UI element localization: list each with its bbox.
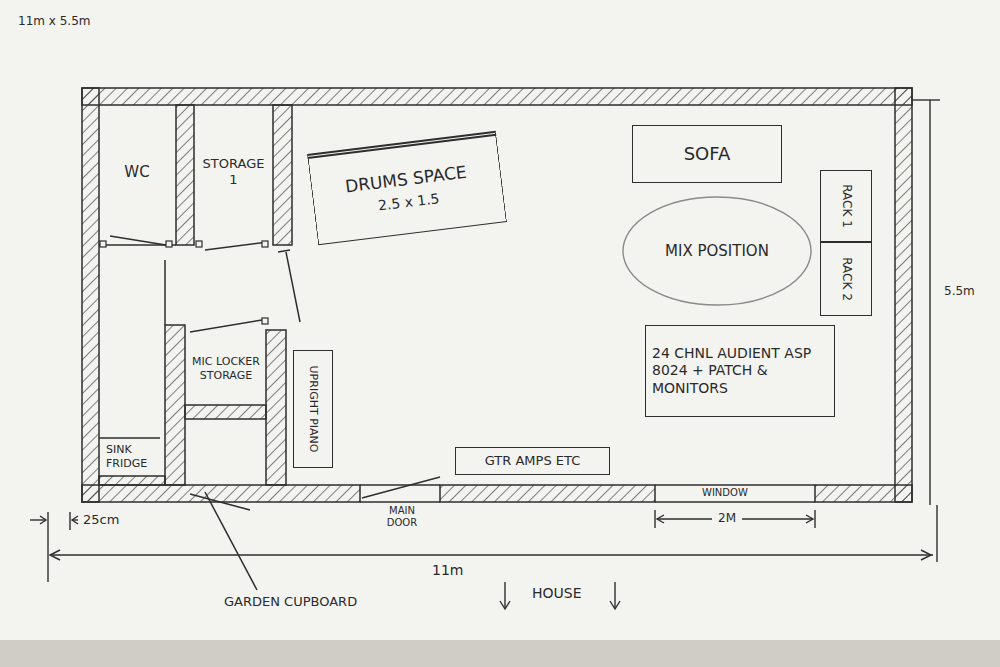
house-label: HOUSE bbox=[530, 585, 584, 602]
window-frame bbox=[655, 484, 815, 486]
furniture-box: DRUMS SPACE2.5 x 1.5 bbox=[307, 131, 507, 245]
room: SINK FRIDGE bbox=[100, 439, 164, 475]
inner-wall bbox=[266, 330, 286, 485]
inner-wall bbox=[165, 325, 185, 485]
node-text: RACK 2 bbox=[839, 246, 854, 312]
hinge bbox=[166, 241, 172, 247]
arrow-head bbox=[806, 515, 813, 523]
node-text: DRUMS SPACE bbox=[344, 161, 468, 197]
callout-text: GARDEN CUPBOARD bbox=[222, 594, 359, 610]
rack-box: RACK 1 bbox=[820, 170, 872, 242]
paper bbox=[0, 0, 1000, 640]
hinge bbox=[196, 241, 202, 247]
outer-wall bbox=[82, 88, 99, 502]
house-arrow bbox=[500, 601, 510, 609]
node-text: MIC LOCKER STORAGE bbox=[189, 355, 263, 383]
arrow-head bbox=[50, 550, 60, 560]
hinge bbox=[262, 318, 268, 324]
dimension-line bbox=[742, 518, 813, 519]
window-label: WINDOW bbox=[700, 487, 750, 499]
partition-line bbox=[99, 244, 176, 246]
house-arrow bbox=[614, 582, 615, 608]
dimension-text: 11m bbox=[430, 562, 465, 579]
node-text: 24 CHNL AUDIENT ASP 8024 + PATCH & MONIT… bbox=[652, 345, 831, 398]
door-swing bbox=[286, 252, 300, 322]
arrow-head bbox=[72, 516, 78, 524]
dimension-text: 5.5m bbox=[942, 284, 977, 298]
dimension-tick bbox=[654, 510, 655, 528]
overall-size: 11m x 5.5m bbox=[16, 14, 92, 28]
door-swing bbox=[278, 250, 290, 252]
node-text: SOFA bbox=[684, 143, 731, 166]
inner-wall bbox=[176, 105, 194, 245]
window-frame bbox=[655, 501, 815, 503]
outer-wall bbox=[82, 88, 912, 105]
dimension-line bbox=[657, 518, 712, 519]
outer-wall bbox=[815, 485, 912, 502]
hinge bbox=[100, 241, 106, 247]
node-text: WC bbox=[124, 163, 149, 182]
piano-box: UPRIGHT PIANO bbox=[293, 350, 333, 468]
hinge bbox=[262, 241, 268, 247]
furniture-box: SOFA bbox=[632, 125, 782, 183]
partition-line bbox=[164, 260, 166, 325]
outer-wall bbox=[440, 485, 655, 502]
door-swing bbox=[205, 242, 268, 250]
door-label: MAIN DOOR bbox=[376, 505, 428, 529]
leader-line bbox=[205, 492, 257, 590]
room: MIC LOCKER STORAGE bbox=[186, 334, 266, 404]
rack-box: RACK 2 bbox=[820, 242, 872, 316]
room: STORAGE 1 bbox=[195, 108, 272, 236]
ellipse-outline bbox=[623, 197, 811, 305]
shelf bbox=[185, 405, 266, 419]
node-text: RACK 1 bbox=[839, 174, 854, 238]
dimension-text: 25cm bbox=[81, 512, 121, 528]
dimension-line bbox=[52, 554, 933, 555]
room: WC bbox=[100, 108, 174, 236]
console-box: 24 CHNL AUDIENT ASP 8024 + PATCH & MONIT… bbox=[645, 325, 835, 417]
node-text: SINK FRIDGE bbox=[106, 443, 161, 471]
node-text: UPRIGHT PIANO bbox=[306, 354, 320, 464]
arrow-head bbox=[40, 516, 46, 524]
door-frame bbox=[360, 501, 440, 503]
dimension-tick bbox=[814, 510, 815, 528]
door-swing bbox=[190, 494, 250, 510]
dimension-tick bbox=[47, 512, 48, 582]
dimension-tick bbox=[936, 505, 937, 562]
outer-wall bbox=[895, 88, 912, 502]
house-arrow bbox=[504, 582, 505, 608]
dimension-tick bbox=[69, 512, 70, 530]
outer-wall bbox=[82, 485, 360, 502]
arrow-head bbox=[921, 550, 931, 560]
node-text: GTR AMPS ETC bbox=[485, 453, 581, 469]
node-text: STORAGE 1 bbox=[198, 156, 269, 189]
inner-wall bbox=[273, 105, 292, 245]
furniture-box: GTR AMPS ETC bbox=[455, 447, 610, 475]
dimension-line bbox=[30, 519, 46, 520]
door-swing bbox=[190, 320, 262, 332]
door-frame bbox=[360, 484, 440, 486]
arrow-head bbox=[657, 515, 664, 523]
door-swing bbox=[362, 477, 440, 498]
dimension-tick bbox=[912, 99, 940, 100]
table-surface bbox=[0, 640, 1000, 667]
mix-ellipse: MIX POSITION bbox=[622, 196, 812, 306]
dimension-line bbox=[929, 100, 930, 505]
house-arrow bbox=[610, 601, 620, 609]
worktop-line bbox=[99, 437, 160, 439]
node-text: 2.5 x 1.5 bbox=[377, 190, 440, 215]
dimension-text: 2M bbox=[716, 511, 738, 525]
node-text: MIX POSITION bbox=[665, 242, 769, 261]
worktop bbox=[99, 476, 165, 485]
